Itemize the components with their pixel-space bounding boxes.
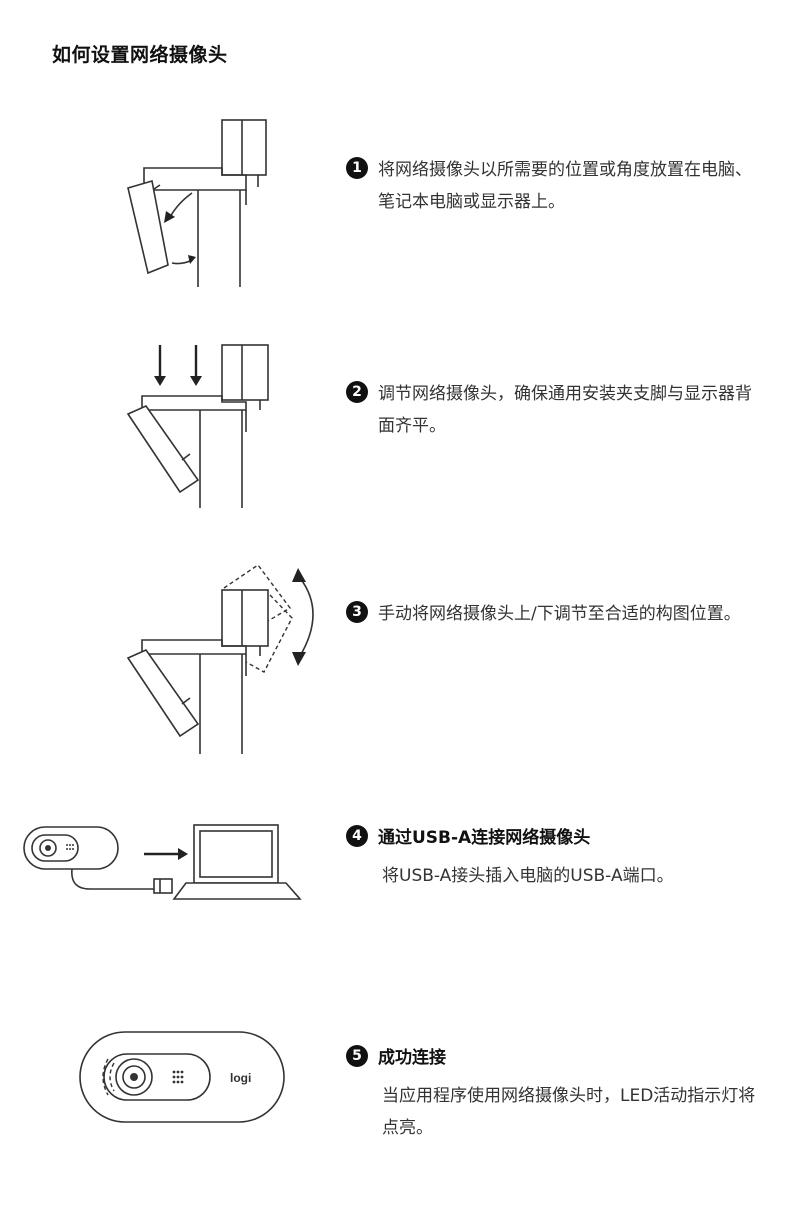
step-number-badge: 5	[346, 1045, 368, 1067]
down-arrow-icon	[190, 376, 202, 386]
down-arrow-icon	[154, 376, 166, 386]
webcam-mount-illustration-2	[126, 344, 269, 508]
step-3: 3 手动将网络摄像头上/下调节至合适的构图位置。	[346, 598, 756, 630]
step-4: 4 通过USB-A连接网络摄像头 将USB-A接头插入电脑的USB-A端口。	[346, 822, 756, 892]
step-number-badge: 4	[346, 825, 368, 847]
step-number-badge: 3	[346, 601, 368, 623]
logo-text: logi	[230, 1071, 251, 1085]
step-5: 5 成功连接 当应用程序使用网络摄像头时，LED活动指示灯将点亮。	[346, 1042, 756, 1144]
up-arrow-icon	[292, 568, 306, 582]
step-2: 2 调节网络摄像头，确保通用安装夹支脚与显示器背面齐平。	[346, 378, 756, 442]
webcam-mount-illustration-1	[127, 119, 267, 287]
page-title: 如何设置网络摄像头	[52, 44, 228, 66]
step-description: 将USB-A接头插入电脑的USB-A端口。	[382, 866, 674, 886]
step-text: 调节网络摄像头，确保通用安装夹支脚与显示器背面齐平。	[378, 384, 752, 436]
rotate-arrow-icon	[164, 211, 175, 223]
webcam-front-illustration: logi	[79, 1031, 285, 1123]
step-description: 当应用程序使用网络摄像头时，LED活动指示灯将点亮。	[382, 1086, 756, 1138]
step-heading: 通过USB-A连接网络摄像头	[378, 828, 591, 848]
step-heading: 成功连接	[378, 1048, 446, 1068]
right-arrow-icon	[178, 848, 188, 860]
step-number-badge: 2	[346, 381, 368, 403]
usb-connection-illustration	[23, 824, 302, 900]
step-1: 1 将网络摄像头以所需要的位置或角度放置在电脑、笔记本电脑或显示器上。	[346, 154, 756, 218]
down-arrow-icon	[292, 652, 306, 666]
step-text: 将网络摄像头以所需要的位置或角度放置在电脑、笔记本电脑或显示器上。	[378, 160, 752, 212]
step-text: 手动将网络摄像头上/下调节至合适的构图位置。	[378, 604, 741, 624]
step-number-badge: 1	[346, 157, 368, 179]
webcam-tilt-illustration	[126, 564, 314, 754]
